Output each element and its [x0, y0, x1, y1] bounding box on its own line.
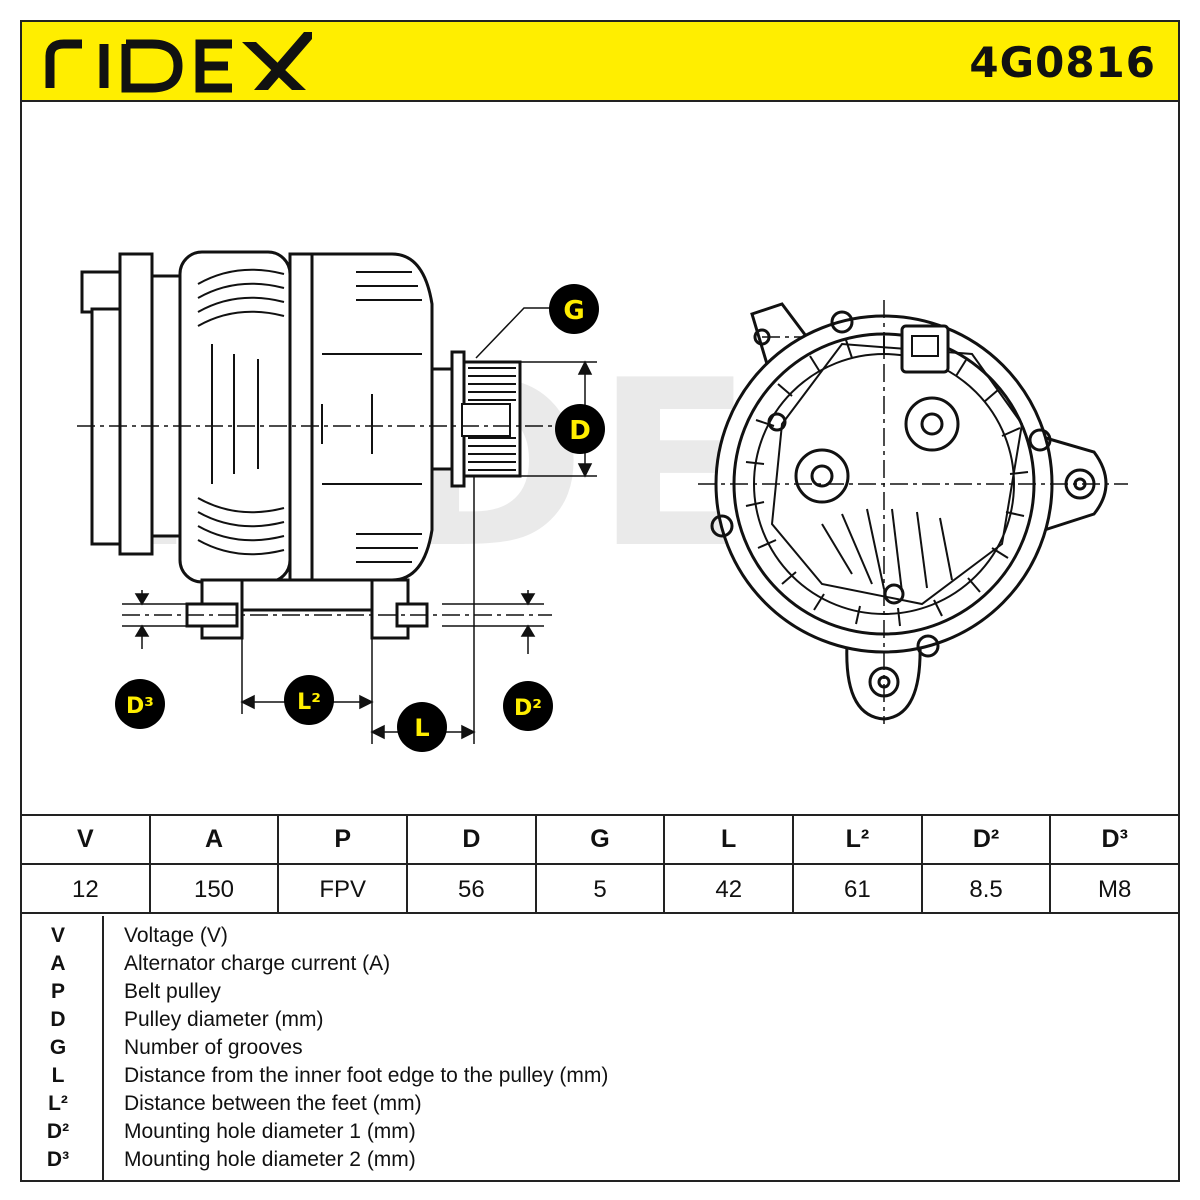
legend-symbol: A [50, 952, 66, 975]
spec-header-d3: D³ [1101, 825, 1128, 853]
alternator-side-view [80, 250, 522, 640]
spec-table: V A P D G L L² D² D³ 12 150 FPV 56 5 42 … [22, 814, 1178, 914]
legend-item: L Distance from the inner foot edge to t… [22, 1062, 1178, 1090]
callout-d2-label: D² [514, 696, 542, 721]
legend-text: Mounting hole diameter 2 (mm) [124, 1148, 416, 1171]
legend-item: P Belt pulley [22, 978, 1178, 1006]
callout-l2-label: L² [297, 690, 321, 715]
legend-item: G Number of grooves [22, 1034, 1178, 1062]
spec-value-a: 150 [151, 865, 280, 914]
legend-item: D³ Mounting hole diameter 2 (mm) [22, 1146, 1178, 1174]
spec-header-l: L [665, 816, 795, 863]
legend-symbol: P [50, 980, 65, 1003]
legend-item: V Voltage (V) [22, 922, 1178, 950]
callout-l-label: L [414, 714, 429, 742]
legend-item: A Alternator charge current (A) [22, 950, 1178, 978]
callout-l: L [397, 702, 447, 752]
spec-header-d2: D² [923, 816, 1052, 863]
spec-value-d2: 8.5 [923, 865, 1052, 914]
alternator-drawing: RIDEX [77, 250, 1128, 752]
legend-symbol: V [50, 924, 65, 947]
legend-symbol: G [49, 1036, 67, 1059]
legend-symbol: D [50, 1008, 66, 1031]
spec-header-row: V A P D G L L² D² D³ [22, 816, 1178, 865]
spec-value-l: 42 [665, 865, 795, 914]
spec-value-row: 12 150 FPV 56 5 42 61 8.5 M8 [22, 865, 1178, 914]
spec-header-l2: L² [794, 816, 923, 863]
spec-value-l2: 61 [794, 865, 923, 914]
side-view-dimension-lines [77, 307, 597, 744]
legend-symbol: L [51, 1064, 65, 1087]
legend-text: Number of grooves [124, 1036, 303, 1059]
callout-d3-label: D³ [126, 694, 154, 719]
alternator-rear-view [710, 302, 1108, 721]
legend-item: D² Mounting hole diameter 1 (mm) [22, 1118, 1178, 1146]
rear-view-center-lines [698, 300, 1128, 724]
spec-header-v: V [22, 816, 151, 863]
ridex-logo [45, 32, 312, 93]
spec-header-g: G [537, 816, 666, 863]
callout-l2: L² [284, 675, 334, 725]
spec-value-d: 56 [408, 865, 537, 914]
callout-g-label: G [563, 296, 584, 326]
legend-text: Alternator charge current (A) [124, 952, 391, 975]
spec-header-p: P [279, 816, 409, 863]
legend-divider [102, 916, 104, 1182]
spec-value-d3: M8 [1098, 875, 1132, 903]
callout-d3: D³ [115, 679, 165, 729]
legend-text: Mounting hole diameter 1 (mm) [124, 1120, 416, 1143]
legend-text: Pulley diameter (mm) [124, 1008, 324, 1031]
legend-text: Distance from the inner foot edge to the… [124, 1064, 609, 1087]
legend-symbol: D² [46, 1120, 70, 1143]
legend-text: Distance between the feet (mm) [124, 1092, 422, 1115]
spec-value-v: 12 [22, 865, 151, 914]
callout-d2: D² [503, 681, 553, 731]
spec-header-a: A [151, 816, 280, 863]
legend-symbol: L² [48, 1092, 68, 1115]
part-number: 4G0816 [969, 38, 1156, 87]
spec-value-g: 5 [537, 865, 666, 914]
legend-text: Voltage (V) [124, 924, 228, 947]
callout-g: G [549, 284, 599, 334]
legend-list: V Voltage (V) A Alternator charge curren… [22, 922, 1178, 1174]
callout-d-label: D [569, 416, 591, 446]
header-bar: 4G0816 [22, 22, 1178, 102]
callout-d: D [555, 404, 605, 454]
legend-item: L² Distance between the feet (mm) [22, 1090, 1178, 1118]
datasheet: 4G0816 RIDEX [20, 20, 1180, 1182]
legend-text: Belt pulley [124, 980, 221, 1003]
legend-symbol: D³ [46, 1148, 70, 1171]
legend: V Voltage (V) A Alternator charge curren… [22, 916, 1178, 1182]
spec-value-p: FPV [279, 865, 409, 914]
spec-header-d: D [408, 816, 537, 863]
legend-item: D Pulley diameter (mm) [22, 1006, 1178, 1034]
